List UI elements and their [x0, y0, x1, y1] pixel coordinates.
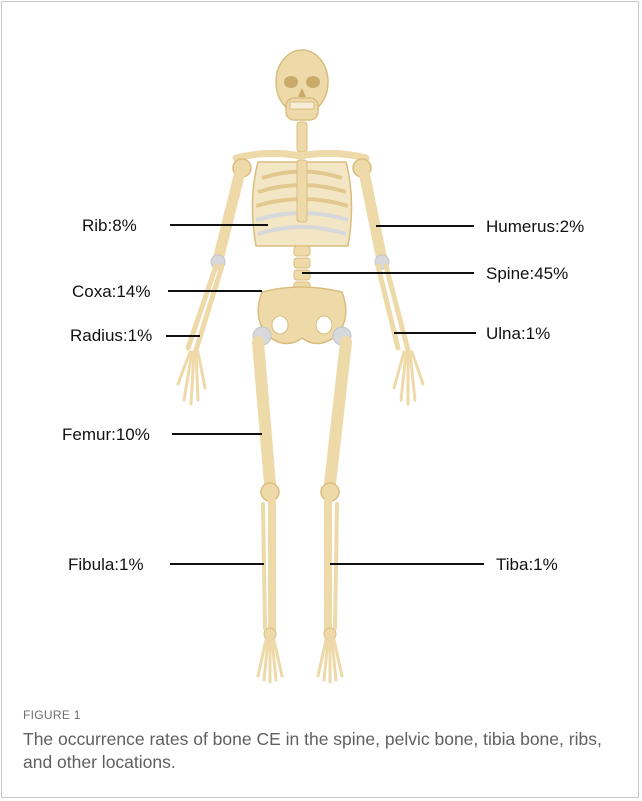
humerus-left [218, 172, 240, 260]
label-humerus: Humerus:2% [486, 217, 584, 236]
label-fibula: Fibula:1% [68, 555, 144, 574]
lumbar-spine [294, 246, 310, 292]
femur-right [330, 342, 346, 484]
bone-labels: Rib:8% Coxa:14% Radius:1% Femur:10% Fibu… [62, 216, 584, 574]
label-radius: Radius:1% [70, 326, 152, 345]
foot-right [318, 640, 342, 682]
figure-caption: The occurrence rates of bone CE in the s… [23, 728, 603, 774]
humerus-right [364, 172, 382, 260]
label-ulna: Ulna:1% [486, 324, 550, 343]
fibula-left [263, 504, 265, 628]
label-rib: Rib:8% [82, 216, 137, 235]
foot-left [258, 640, 282, 682]
clavicles [236, 153, 366, 158]
hand-right [394, 352, 423, 404]
fibula-right [335, 504, 337, 628]
label-femur: Femur:10% [62, 425, 150, 444]
cervical-spine [297, 122, 307, 152]
skull [276, 50, 328, 120]
label-coxa: Coxa:14% [72, 282, 150, 301]
rib-cage [252, 160, 351, 246]
figure-number: FIGURE 1 [23, 708, 81, 722]
label-spine: Spine:45% [486, 264, 568, 283]
femur-left [258, 342, 270, 484]
hand-left [178, 352, 205, 404]
skeleton [178, 50, 423, 682]
label-tiba: Tiba:1% [496, 555, 558, 574]
